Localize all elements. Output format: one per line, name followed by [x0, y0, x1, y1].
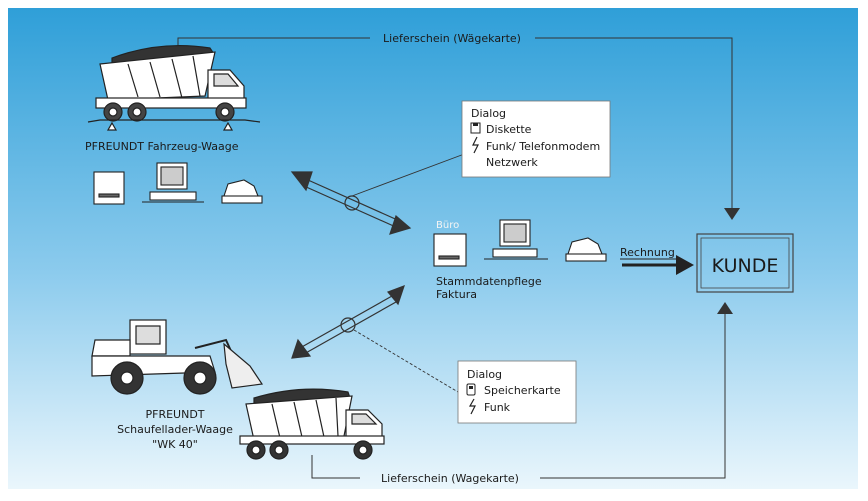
bottom-transfer-arrows [291, 284, 459, 393]
dialog-bottom-item-1: Speicherkarte [484, 384, 561, 397]
wheel-loader-icon [91, 319, 264, 395]
office-terminal-icon [433, 233, 467, 267]
office-computer-icon [484, 219, 548, 260]
computer-top-icon [142, 162, 204, 203]
dialog-top-item-2: Funk/ Telefonmodem [486, 140, 600, 153]
invoice-label: Rechnung [620, 246, 675, 259]
lightning-icon [468, 398, 476, 415]
office-caption-2: Faktura [436, 288, 477, 301]
customer-label: KUNDE [712, 255, 779, 277]
loader-scale-line2: Schaufellader-Waage [117, 423, 233, 436]
dialog-top-item-3: Netzwerk [486, 156, 538, 169]
truck-scale-label: PFREUNDT Fahrzeug-Waage [85, 140, 239, 153]
dialog-top-item-1: Diskette [486, 123, 532, 136]
loader-scale-line1: PFREUNDT [145, 408, 204, 421]
dialog-bottom-title: Dialog [467, 368, 502, 381]
lightning-icon [472, 136, 479, 154]
loader-scale-line3: "WK 40" [152, 438, 198, 451]
dialog-top-box: Dialog Diskette Funk/ Telefonmodem Netzw… [461, 100, 611, 178]
dialog-bottom-item-2: Funk [484, 401, 511, 414]
dump-truck-bottom-icon [239, 388, 385, 460]
invoice-arrow: Rechnung [620, 246, 694, 275]
printer-top-icon [221, 179, 263, 204]
office-caption-1: Stammdatenpflege [436, 275, 542, 288]
office-label: Büro [436, 220, 459, 231]
customer-box: KUNDE [696, 233, 794, 293]
office-printer-icon [565, 237, 607, 262]
top-delivery-flow: Lieferschein (Wägekarte) [177, 32, 740, 220]
dialog-top-title: Dialog [471, 107, 506, 120]
top-delivery-label: Lieferschein (Wägekarte) [383, 32, 521, 45]
dialog-bottom-box: Dialog Speicherkarte Funk [457, 360, 577, 424]
scale-terminal-icon [93, 171, 125, 205]
top-transfer-arrows [290, 149, 476, 235]
bottom-delivery-label: Lieferschein (Wagekarte) [381, 472, 519, 485]
diskette-icon [470, 122, 481, 134]
dump-truck-top-icon [87, 44, 261, 131]
bottom-delivery-flow: Lieferschein (Wagekarte) [311, 302, 733, 485]
memory-card-icon [466, 383, 476, 396]
